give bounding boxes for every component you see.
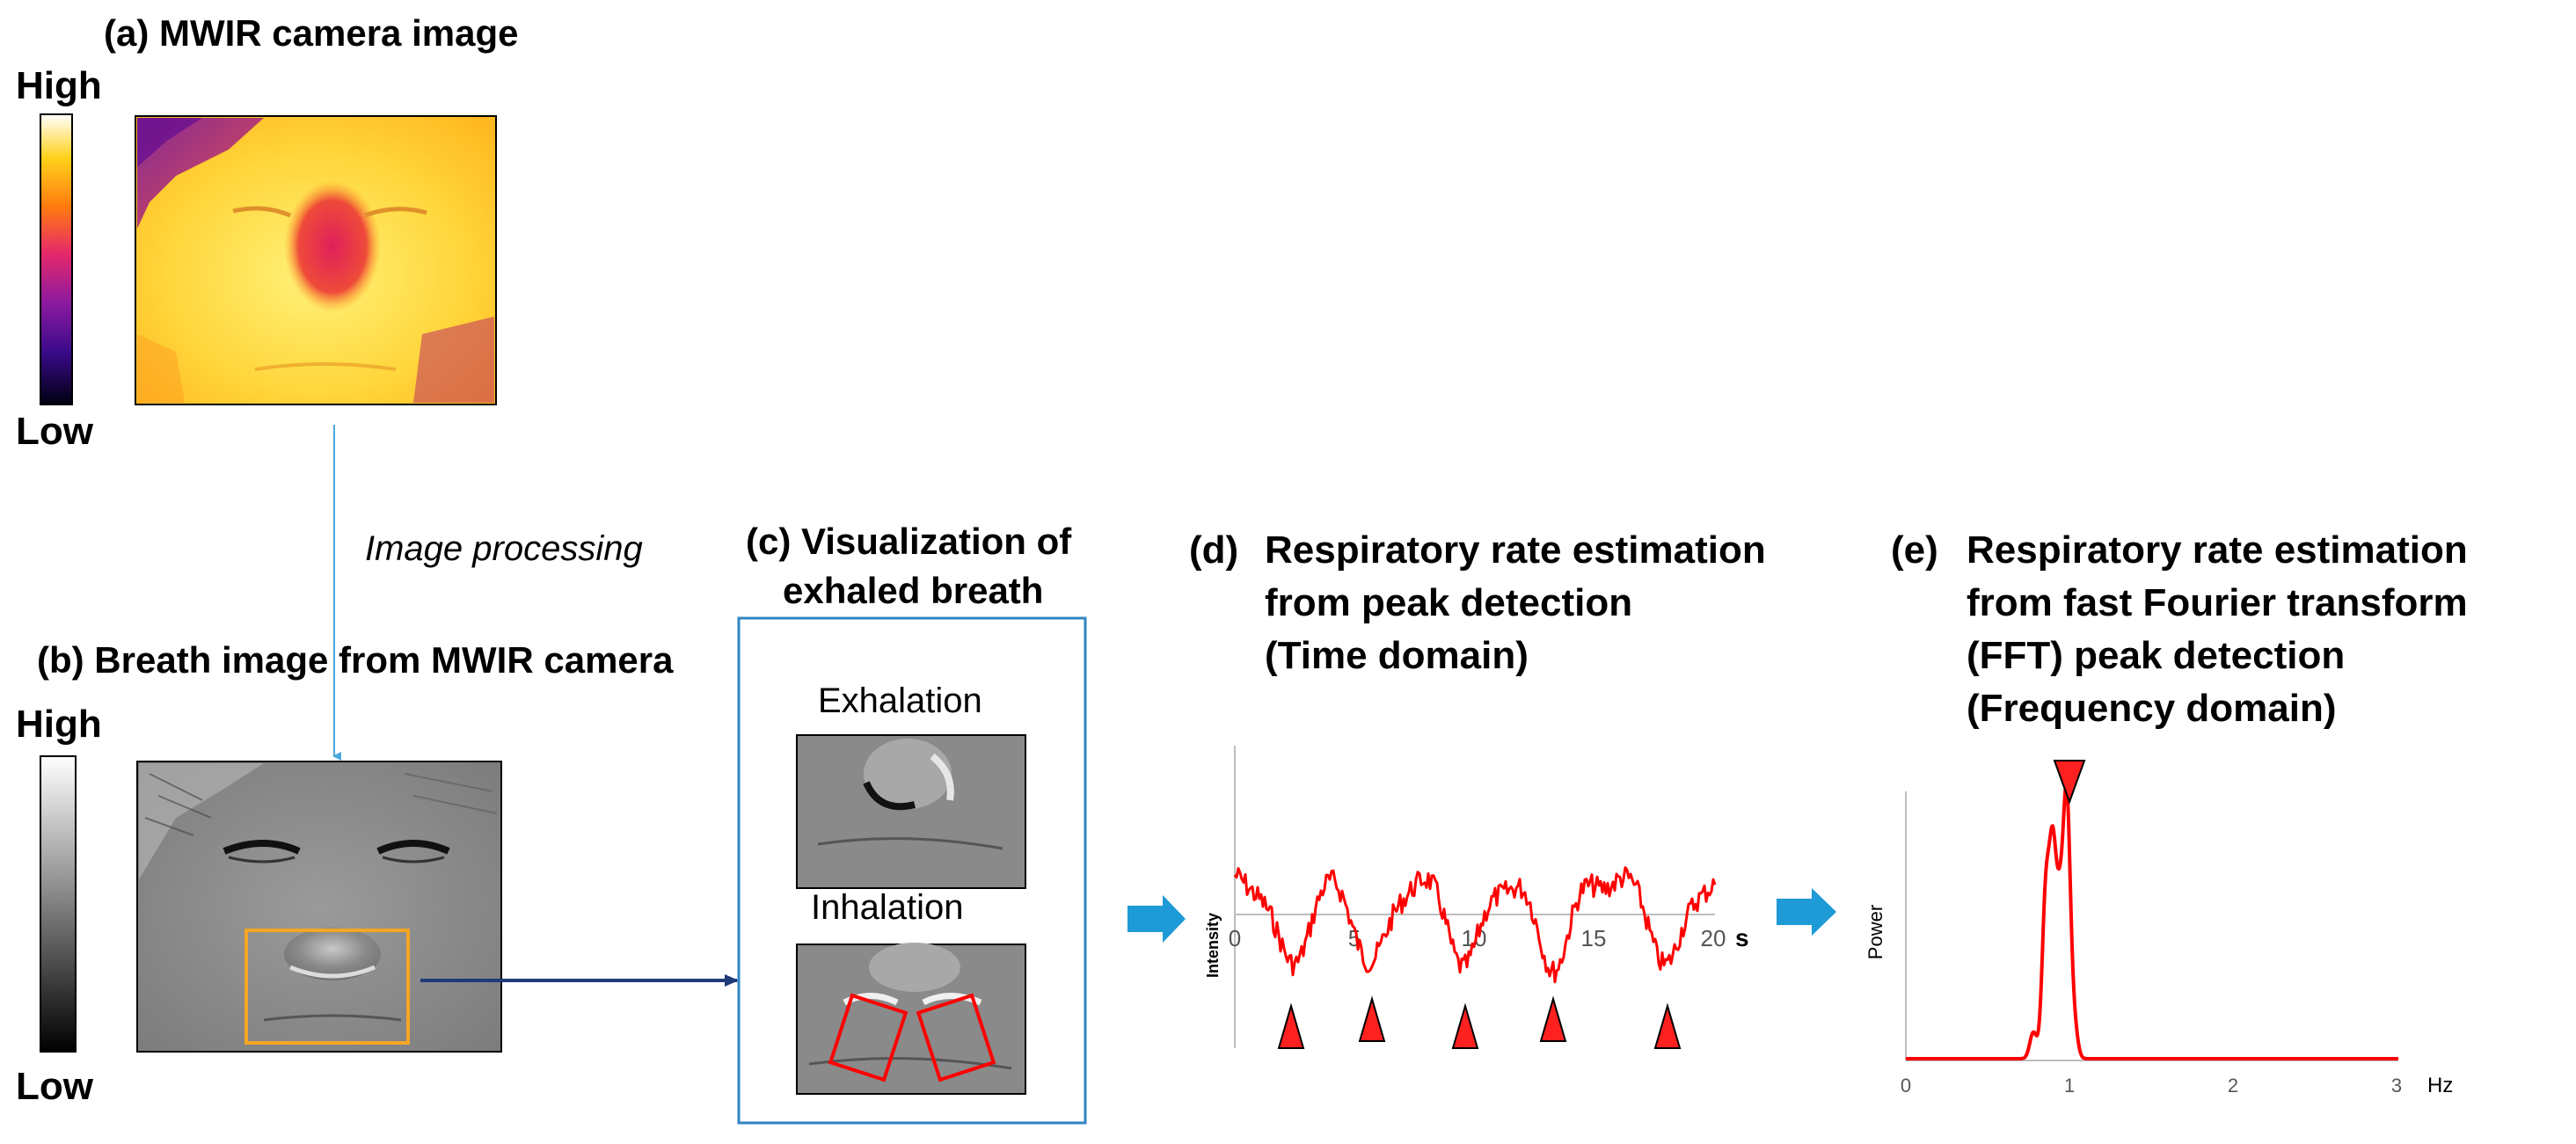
exhalation-image [796, 734, 1026, 889]
flow-arrow-c-to-d [1127, 895, 1186, 943]
panel-c-title-line1: (c) Visualization of [746, 521, 1072, 562]
e-unit: Hz [2427, 1074, 2453, 1097]
panel-d-title-line2: from peak detection [1265, 581, 1632, 624]
thermal-face-image [135, 115, 497, 405]
d-tick-0: 0 [1229, 925, 1241, 951]
peak-marker-1 [1277, 1002, 1305, 1049]
panel-a-colorbar-high-label: High [16, 64, 102, 107]
d-unit: s [1735, 924, 1749, 951]
roi-left-nostril [828, 993, 909, 1082]
panel-d-title-line1: Respiratory rate estimation [1265, 528, 1766, 572]
d-tick-15: 15 [1581, 925, 1607, 951]
image-processing-label: Image processing [365, 529, 643, 568]
frequency-domain-plot: Power 0 1 2 3 Hz [1864, 760, 2453, 1097]
peak-marker-3 [1451, 1002, 1479, 1049]
fft-peak-marker [2053, 760, 2086, 805]
peak-marker-4 [1539, 995, 1567, 1042]
panel-a-colorbar [40, 113, 73, 405]
panel-e-title-line4: (Frequency domain) [1967, 687, 2337, 730]
inhalation-image [796, 943, 1026, 1095]
e-tick-1: 1 [2064, 1075, 2075, 1097]
exhalation-label: Exhalation [818, 681, 982, 720]
e-tick-0: 0 [1901, 1075, 1911, 1097]
panel-a-colorbar-low-label: Low [16, 410, 94, 453]
panel-e-prefix: (e) [1891, 528, 1938, 572]
roi-box [244, 929, 410, 1045]
d-tick-20: 20 [1701, 925, 1726, 951]
roi-right-nostril [916, 993, 996, 1082]
time-domain-signal [1233, 866, 1717, 984]
d-ylabel: Intensity [1204, 913, 1222, 978]
panel-d-prefix: (d) [1189, 528, 1238, 572]
time-domain-plot: Intensity 0 5 10 15 20 s [1204, 746, 1749, 1049]
panel-b-title: (b) Breath image from MWIR camera [37, 639, 674, 681]
panel-b-colorbar-high-label: High [16, 703, 102, 746]
e-tick-3: 3 [2391, 1075, 2402, 1097]
frequency-spectrum-signal [1905, 783, 2399, 1060]
peak-marker-2 [1358, 995, 1386, 1042]
e-ylabel: Power [1864, 905, 1886, 959]
e-tick-2: 2 [2228, 1075, 2238, 1097]
panel-b-colorbar-low-label: Low [16, 1065, 94, 1108]
panel-d-title-line3: (Time domain) [1265, 634, 1529, 677]
panel-c-frame [737, 616, 1087, 1125]
panel-a-title: (a) MWIR camera image [104, 12, 518, 54]
panel-e-title-line3: (FFT) peak detection [1967, 634, 2345, 677]
panel-b-colorbar [40, 755, 77, 1053]
inhalation-label: Inhalation [811, 888, 963, 927]
panel-e-title-line1: Respiratory rate estimation [1967, 528, 2468, 572]
peak-marker-5 [1653, 1002, 1682, 1049]
panel-c-title-line2: exhaled breath [783, 570, 1043, 611]
flow-arrow-d-to-e [1777, 888, 1836, 936]
panel-e-title-line2: from fast Fourier transform [1967, 581, 2468, 624]
breath-face-image [136, 761, 502, 1053]
